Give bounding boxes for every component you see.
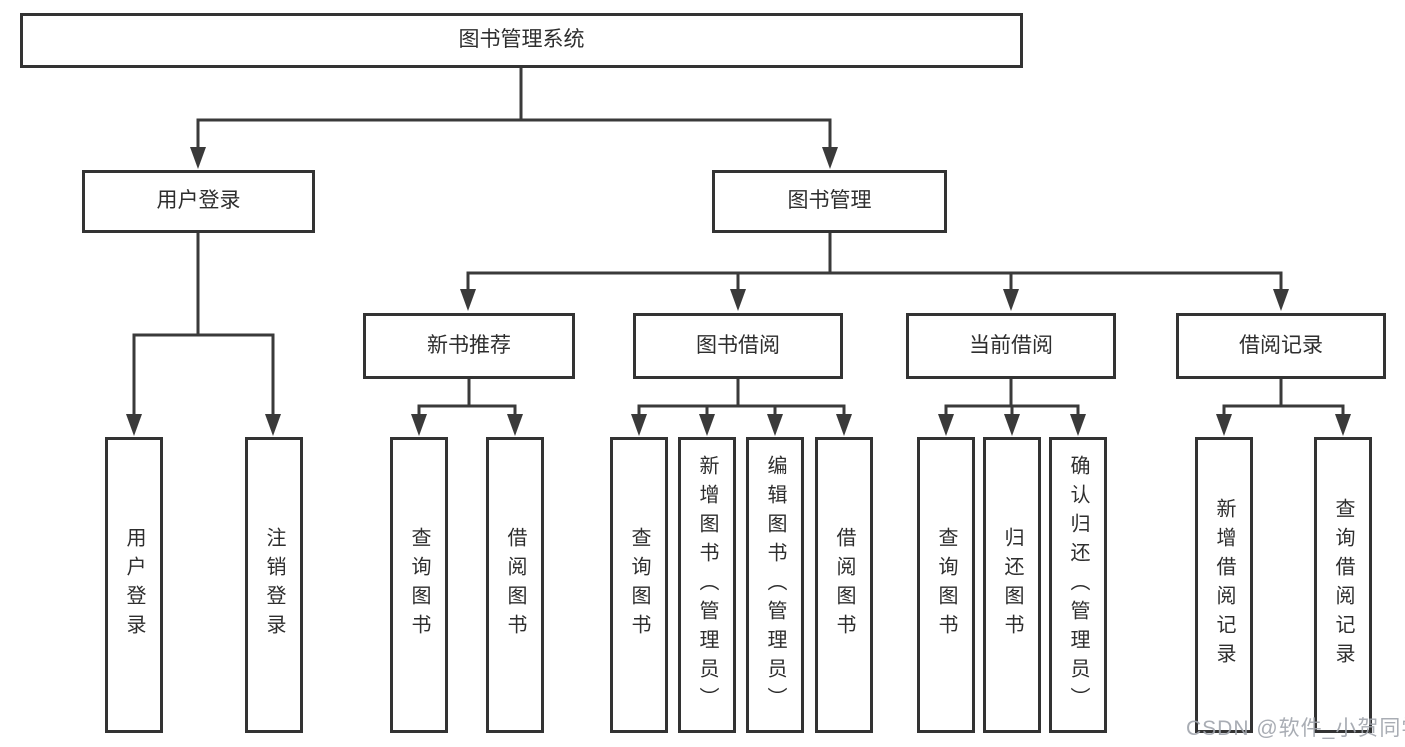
- leaf-logout: 注销登录: [245, 437, 303, 733]
- node-book-borrow: 图书借阅: [633, 313, 843, 379]
- leaf-add-book-admin: 新增图书（管理员）: [678, 437, 736, 733]
- node-new-book-recommend: 新书推荐: [363, 313, 575, 379]
- leaf-query-books-borrow: 查询图书: [610, 437, 668, 733]
- node-user-login: 用户登录: [82, 170, 315, 233]
- leaf-user-login: 用户登录: [105, 437, 163, 733]
- leaf-query-books-current: 查询图书: [917, 437, 975, 733]
- leaf-query-borrow-record: 查询借阅记录: [1314, 437, 1372, 733]
- leaf-edit-book-admin: 编辑图书（管理员）: [746, 437, 804, 733]
- leaf-borrow-books-recommend: 借阅图书: [486, 437, 544, 733]
- node-root: 图书管理系统: [20, 13, 1023, 68]
- leaf-confirm-return-admin: 确认归还（管理员）: [1049, 437, 1107, 733]
- node-current-borrow: 当前借阅: [906, 313, 1116, 379]
- leaf-borrow-books: 借阅图书: [815, 437, 873, 733]
- leaf-add-borrow-record: 新增借阅记录: [1195, 437, 1253, 733]
- leaf-return-book: 归还图书: [983, 437, 1041, 733]
- watermark-text: CSDN @软件_小贺同学: [1186, 717, 1405, 740]
- node-borrow-records: 借阅记录: [1176, 313, 1386, 379]
- node-book-management: 图书管理: [712, 170, 947, 233]
- leaf-query-books-recommend: 查询图书: [390, 437, 448, 733]
